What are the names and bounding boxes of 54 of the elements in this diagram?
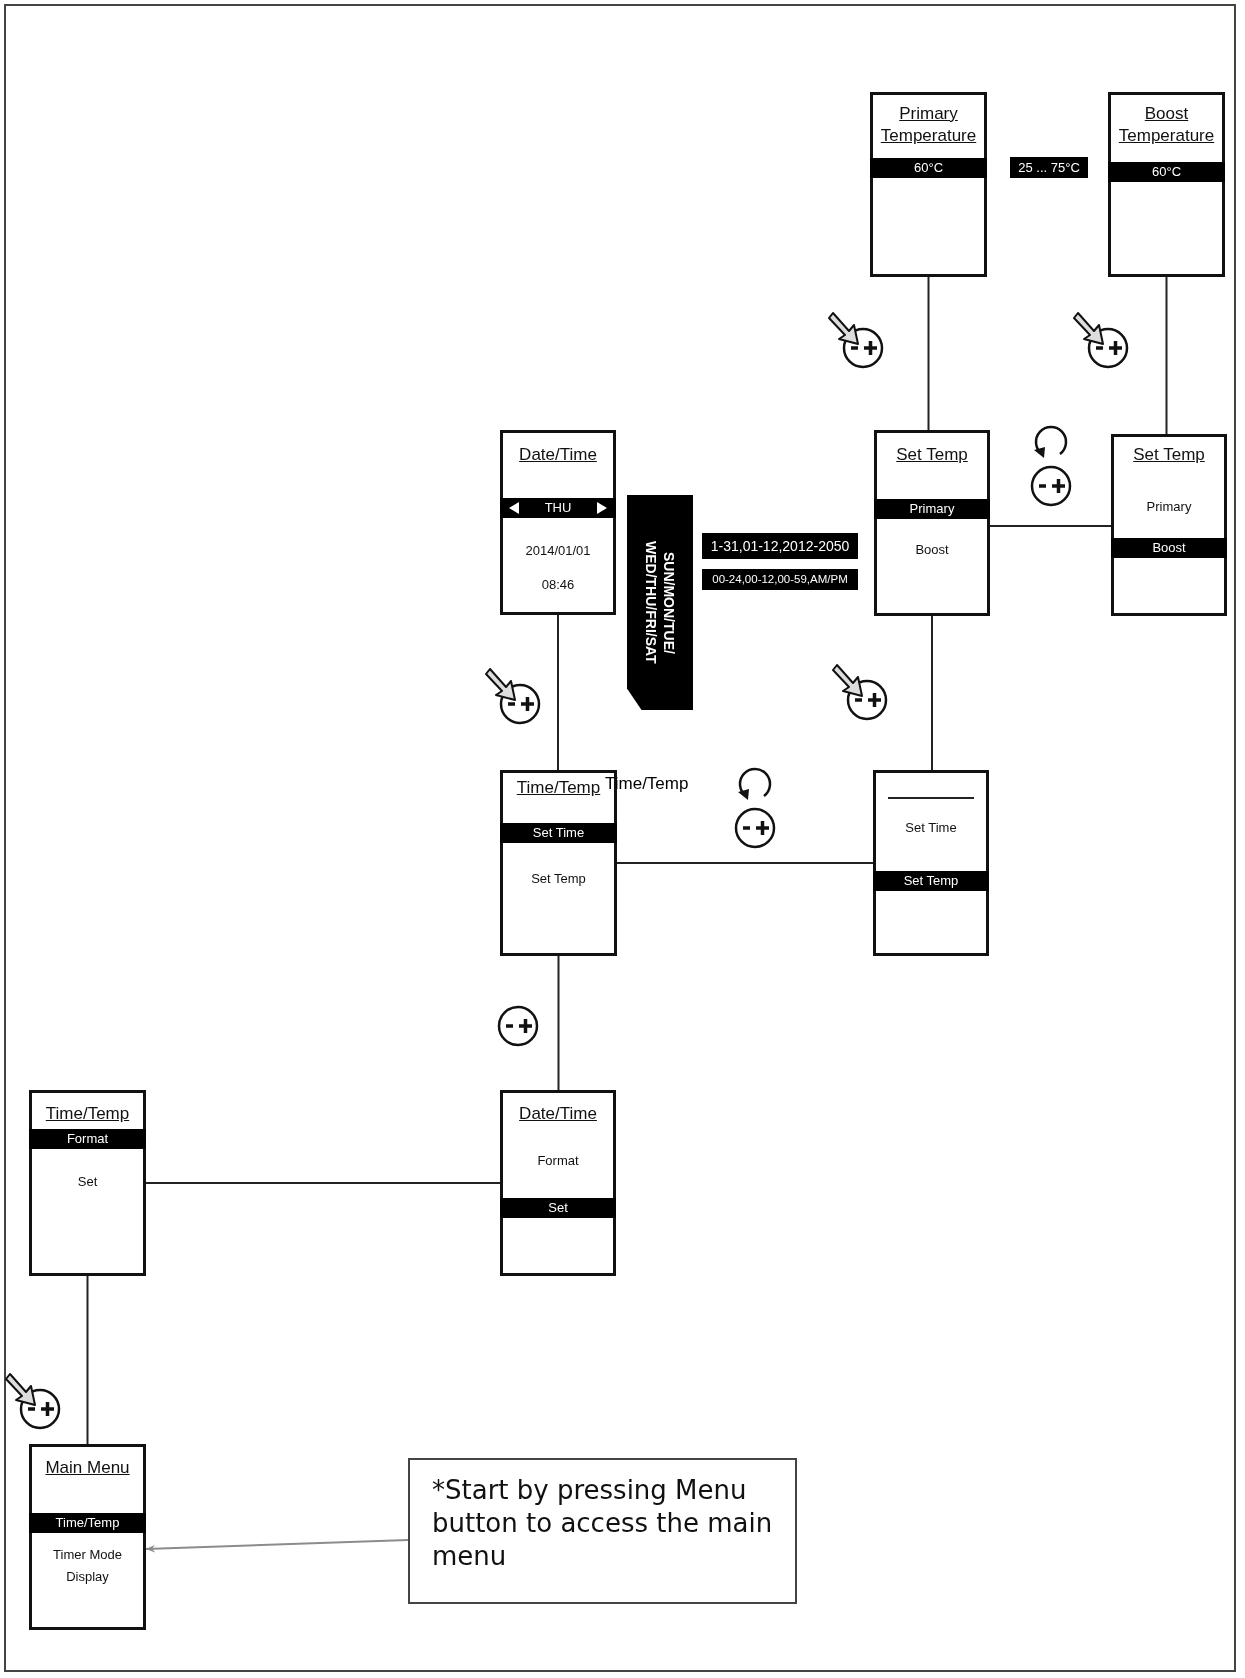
screen-box [870, 92, 987, 277]
screen-title: Primary Temperature [879, 103, 978, 147]
connector-line [145, 1182, 501, 1184]
connector-line [989, 525, 1112, 527]
screen-box [500, 430, 616, 615]
connector-line [86, 1275, 89, 1445]
selected-menu-item: Time/Temp [29, 1513, 146, 1533]
screen-title: Set Temp [896, 444, 968, 466]
connector-line [927, 276, 930, 431]
selected-menu-item: Format [29, 1129, 146, 1149]
screen-title: Boost Temperature [1117, 103, 1216, 147]
screen-box [1111, 434, 1227, 616]
connector-line [616, 862, 874, 864]
arrow [145, 1539, 409, 1553]
value-range-tag: 00-24,00-12,00-59,AM/PM [702, 569, 858, 590]
value-range-tag: 1-31,01-12,2012-2050 [702, 533, 858, 559]
screen-title: Date/Time [519, 1103, 597, 1125]
selected-menu-item: Primary [874, 499, 990, 519]
connector-line [1165, 276, 1168, 435]
menu-item: Set [77, 1173, 98, 1191]
menu-item: 2014/01/01 [525, 542, 591, 560]
selected-menu-item: THU [500, 498, 616, 518]
note-box [408, 1458, 797, 1604]
screen-title: Main Menu [45, 1457, 130, 1479]
connector-line [557, 955, 560, 1091]
screen-box [1108, 92, 1225, 277]
menu-item: Timer Mode [53, 1546, 122, 1564]
screen-title: Date/Time [519, 444, 597, 466]
menu-item: 08:46 [541, 576, 575, 594]
value-range-tag: 25 ... 75°C [1010, 157, 1088, 178]
selected-menu-item: 60°C [870, 158, 987, 178]
menu-item: Set Temp [531, 870, 586, 888]
screen-box [29, 1090, 146, 1276]
screen-box [29, 1444, 146, 1630]
selected-menu-item: Set Time [500, 823, 617, 843]
selected-menu-item: Set Temp [873, 871, 989, 891]
screen-box [500, 1090, 616, 1276]
menu-item: Display [66, 1568, 109, 1586]
connector-line [557, 614, 559, 771]
value-range-tag: SUN/MON/TUE/ WED/THU/FRI/SAT [627, 495, 693, 710]
menu-item: Primary [1146, 498, 1192, 516]
menu-item: Set Time [905, 819, 957, 837]
screen-box [874, 430, 990, 616]
screen-box [873, 770, 989, 956]
connector-line [931, 615, 933, 771]
selected-menu-item: 60°C [1108, 162, 1225, 182]
selected-menu-item: Set [500, 1198, 616, 1218]
screen-title: Time/Temp [45, 1103, 130, 1125]
selected-menu-item: Boost [1111, 538, 1227, 558]
note-text: *Start by pressing Menu button to access the main menu [432, 1474, 774, 1573]
screen-title: Time/Temp [516, 777, 601, 799]
menu-item: Format [537, 1152, 579, 1170]
menu-item: Boost [915, 541, 949, 559]
screen-title: Set Temp [1133, 444, 1205, 466]
